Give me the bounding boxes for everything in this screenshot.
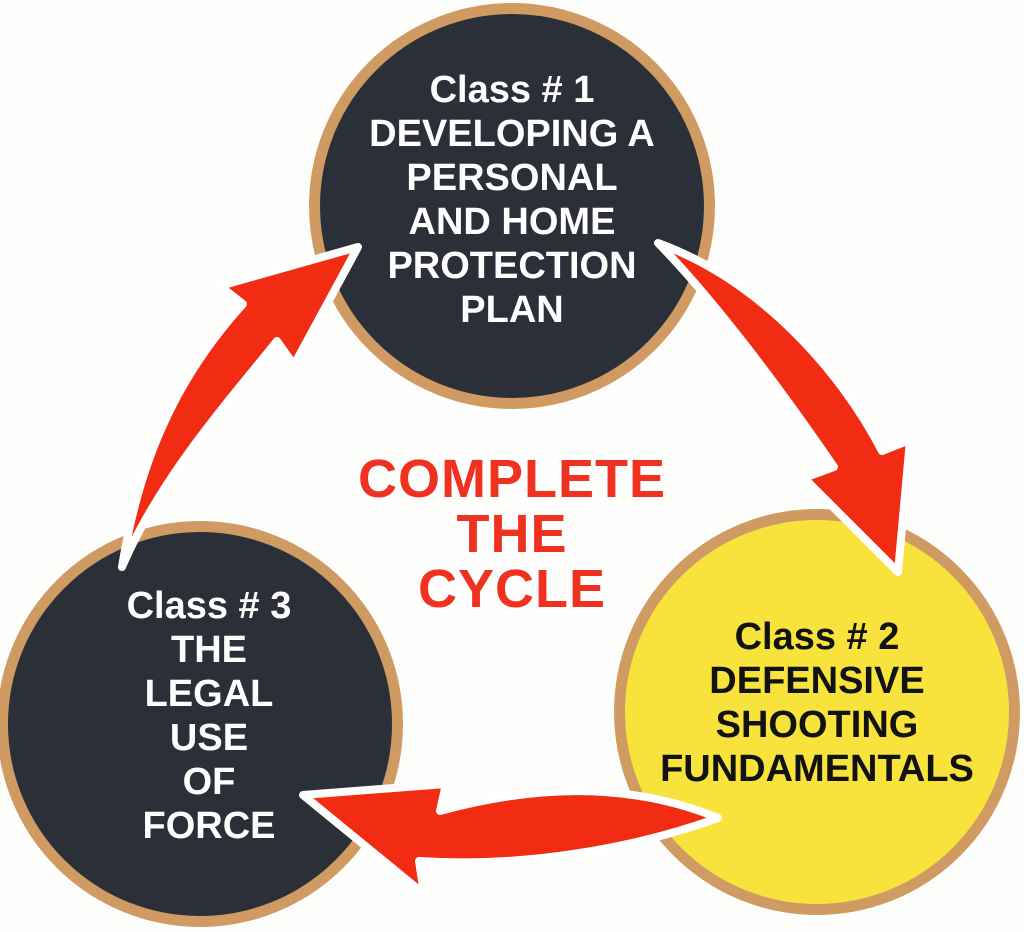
node-class-1-line: Class # 1 — [429, 69, 595, 111]
node-class-3-line: FORCE — [142, 805, 276, 847]
node-class-1-line: PLAN — [460, 289, 564, 331]
node-class-3-text: Class # 3 THE LEGAL USE OF FORCE — [127, 584, 292, 848]
node-class-2-line: Class # 2 — [734, 616, 900, 658]
node-class-1-line: PROTECTION — [387, 245, 637, 287]
node-class-1: Class # 1 DEVELOPING A PERSONAL AND HOME… — [309, 3, 715, 409]
node-class-3-line: OF — [182, 761, 236, 803]
node-class-2-line: FUNDAMENTALS — [660, 748, 974, 790]
node-class-3: Class # 3 THE LEGAL USE OF FORCE — [0, 521, 403, 927]
node-class-1-line: AND HOME — [408, 201, 616, 243]
node-class-1-line: DEVELOPING A — [369, 113, 655, 155]
node-class-3-line: THE — [170, 629, 247, 671]
node-class-1-text: Class # 1 DEVELOPING A PERSONAL AND HOME… — [369, 68, 655, 332]
node-class-3-line: Class # 3 — [126, 585, 292, 627]
center-label: COMPLETE THE CYCLE — [312, 452, 712, 617]
center-label-line: COMPLETE — [357, 449, 666, 509]
node-class-2-line: SHOOTING — [715, 704, 919, 746]
node-class-1-line: PERSONAL — [406, 157, 618, 199]
node-class-2-text: Class # 2 DEFENSIVE SHOOTING FUNDAMENTAL… — [660, 615, 974, 791]
center-label-line: THE — [456, 504, 568, 564]
node-class-2-line: DEFENSIVE — [709, 660, 925, 702]
node-class-3-line: LEGAL — [144, 673, 274, 715]
center-label-line: CYCLE — [417, 559, 606, 619]
node-class-3-line: USE — [169, 717, 249, 759]
